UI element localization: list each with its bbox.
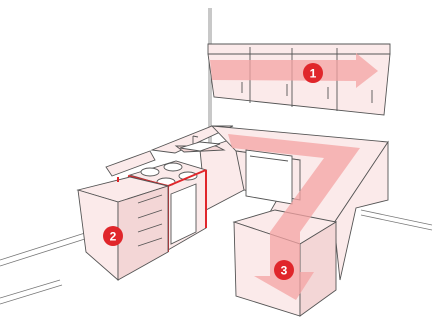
island-flow-arrow [228, 134, 360, 300]
marker-3-label: 3 [281, 264, 288, 278]
sink [179, 135, 221, 152]
stove [105, 150, 208, 251]
marker-3: 3 [274, 260, 294, 280]
marker-1-label: 1 [310, 67, 317, 81]
dishwasher [245, 149, 293, 205]
marker-1: 1 [303, 63, 323, 83]
marker-2-label: 2 [110, 230, 117, 244]
room-walls [0, 8, 433, 305]
marker-2: 2 [103, 226, 123, 246]
upper-cabinet-flow-arrow [210, 53, 378, 88]
left-base-cabinet [76, 176, 170, 281]
